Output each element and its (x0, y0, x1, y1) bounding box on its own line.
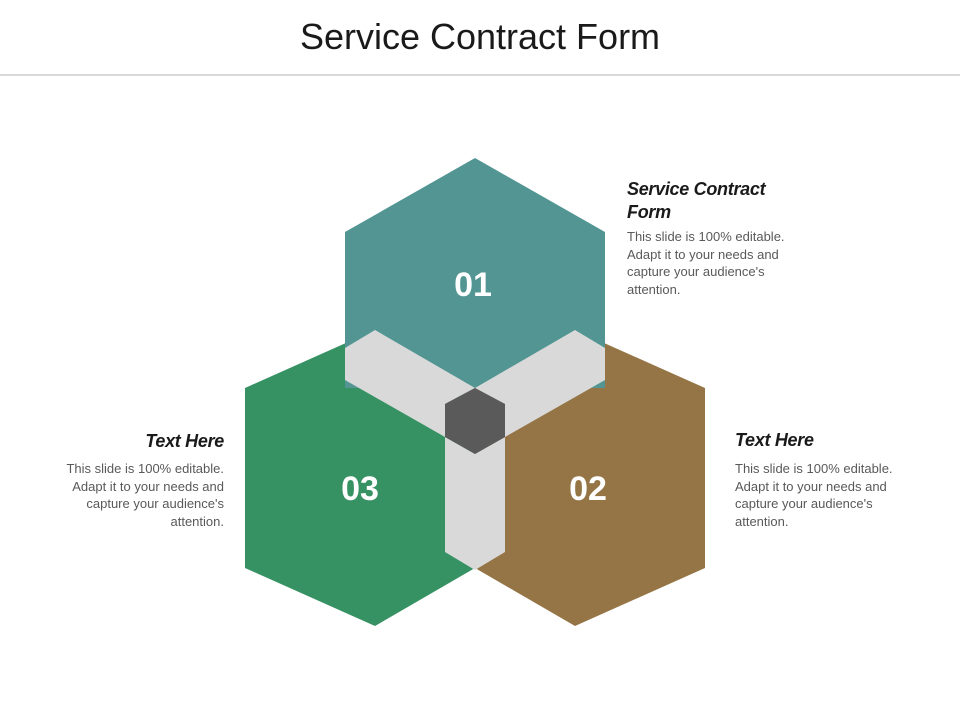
callout-02-heading: Text Here (735, 430, 814, 450)
callout-01: Service Contract Form This slide is 100%… (627, 178, 792, 298)
hexagon-01 (345, 158, 605, 388)
callout-03-heading: Text Here (145, 431, 224, 451)
callout-03-body: This slide is 100% editable. Adapt it to… (66, 461, 224, 529)
callout-01-body: This slide is 100% editable. Adapt it to… (627, 229, 785, 297)
center-hexagon (445, 388, 505, 454)
callout-01-heading: Service Contract Form (627, 179, 766, 222)
connector-right-band (475, 330, 605, 437)
title-divider (0, 74, 960, 76)
hexagon-03-label: 03 (341, 470, 379, 508)
slide-title: Service Contract Form (299, 16, 661, 57)
hexagon-01-label: 01 (454, 266, 492, 304)
callout-03: Text Here This slide is 100% editable. A… (56, 430, 224, 530)
hexagon-02-label: 02 (569, 470, 607, 508)
callout-02: Text Here This slide is 100% editable. A… (735, 429, 900, 530)
connector-bottom-band (445, 437, 505, 570)
callout-02-body: This slide is 100% editable. Adapt it to… (735, 461, 893, 529)
connector-left-band (345, 330, 475, 437)
